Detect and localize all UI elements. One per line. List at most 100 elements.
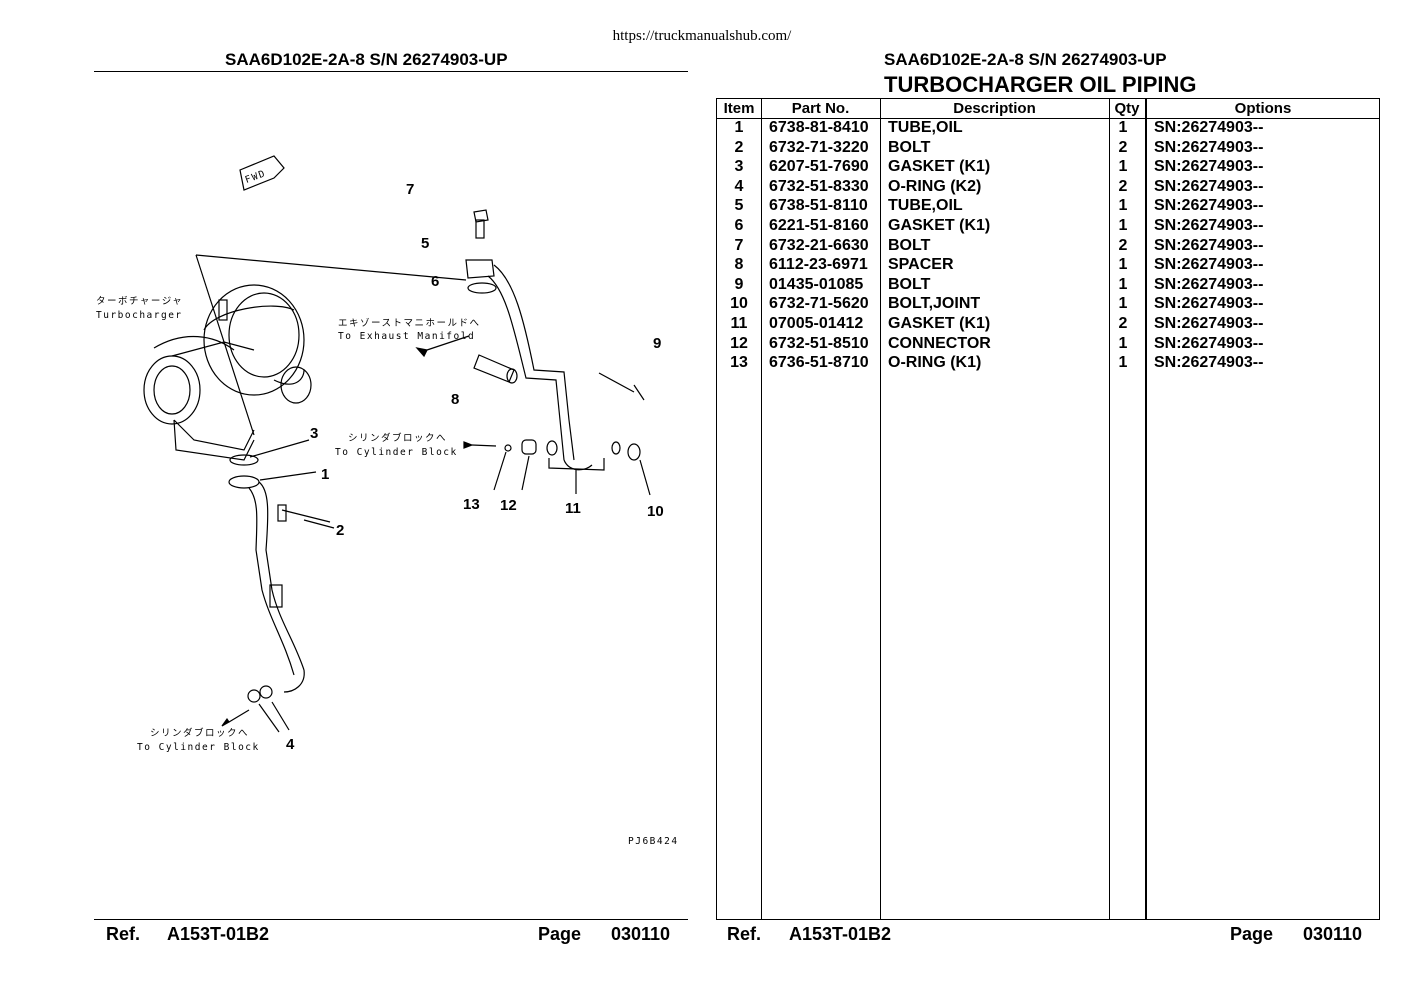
quantity-cell: 1 [1118,295,1128,313]
fwd-label: FWD [244,168,268,186]
table-row: 10 6732-71-5620 BOLT,JOINT 1 SN:26274903-- [717,295,1379,315]
part-number-cell: 6732-71-3220 [769,138,869,156]
callout-13: 13 [463,496,480,513]
part-number-cell: 6207-51-7690 [769,158,869,176]
item-number-cell: 11 [730,315,748,332]
description-cell: GASKET (K1) [888,315,991,332]
exhaust-manifold-jp-note: エキゾーストマニホールドへ [338,318,481,329]
parts-diagram: FWD [94,80,694,910]
col-description-header: Description [953,100,1036,117]
options-cell: SN:26274903-- [1154,158,1264,176]
right-ref-label: Ref. [727,924,762,944]
options-cell: SN:26274903-- [1154,256,1264,274]
callout-10: 10 [647,503,664,520]
exhaust-manifold-en-note: To Exhaust Manifold [338,331,475,342]
table-row: 5 6738-51-8110 TUBE,OIL 1 SN:26274903-- [717,197,1379,217]
options-cell: SN:26274903-- [1154,354,1264,372]
part-number-cell: 6221-51-8160 [769,217,869,234]
oil-tube-upper [465,209,645,471]
part-number-cell: 6732-71-5620 [769,295,869,313]
item-number-cell: 12 [730,334,748,352]
cylinder-block-jp-note: シリンダブロックへ [348,432,447,444]
oil-tube-lower [228,454,331,703]
table-row: 12 6732-51-8510 CONNECTOR 1 SN:26274903-- [717,335,1379,355]
left-footer-rule [94,919,688,920]
part-number-cell: 6738-51-8110 [769,197,868,215]
part-number-cell: 6732-51-8510 [769,334,869,352]
callout-3: 3 [310,425,318,442]
part-number-cell: 01435-01085 [769,275,864,293]
callout-8: 8 [451,391,459,408]
options-cell: SN:26274903-- [1154,197,1264,215]
quantity-cell: 1 [1118,158,1128,176]
left-ref-label: Ref. [106,924,141,944]
item-number-cell: 6 [734,217,744,234]
options-cell: SN:26274903-- [1154,295,1264,313]
cylinder-block-en-note: To Cylinder Block [335,447,458,458]
quantity-cell: 1 [1118,334,1128,352]
col-part-header: Part No. [791,100,850,117]
options-cell: SN:26274903-- [1154,334,1264,352]
callout-11: 11 [565,500,581,517]
right-page-label: Page [1230,924,1274,944]
right-footer-rule [716,919,1380,920]
col-item-header: Item [723,100,755,117]
right-page-value: 030110 [1303,924,1363,944]
options-cell: SN:26274903-- [1154,119,1264,136]
callout-5: 5 [421,235,429,252]
item-number-cell: 5 [734,197,744,215]
left-header-rule [94,71,688,72]
description-cell: GASKET (K1) [888,217,991,234]
col-options-header: Options [1234,100,1292,117]
item-number-cell: 3 [734,158,744,176]
description-cell: CONNECTOR [888,334,991,352]
description-cell: TUBE,OIL [888,119,963,136]
cylinder-block-2-jp-note: シリンダブロックへ [150,727,249,739]
turbocharger-drawing [143,284,312,461]
description-cell: GASKET (K1) [888,158,991,176]
description-cell: BOLT [888,275,931,293]
item-number-cell: 7 [734,236,744,254]
left-page-label: Page [538,924,582,944]
callout-4: 4 [286,736,295,753]
quantity-cell: 1 [1118,256,1128,274]
item-number-cell: 2 [734,138,744,156]
item-number-cell: 8 [734,256,744,274]
quantity-cell: 1 [1118,354,1128,372]
spacer-part [415,335,518,384]
part-number-cell: 6736-51-8710 [769,354,869,372]
cylinder-block-2-en-note: To Cylinder Block [137,742,260,753]
left-header: SAA6D102E-2A-8 S/N 26274903-UP [225,50,508,69]
description-cell: BOLT [888,138,931,156]
part-number-cell: 6738-81-8410 [769,119,869,136]
quantity-cell: 2 [1118,315,1128,332]
callout-7: 7 [406,181,414,198]
quantity-cell: 1 [1118,197,1128,215]
callout-1: 1 [321,466,329,483]
quantity-cell: 2 [1118,138,1128,156]
description-cell: BOLT,JOINT [888,295,981,313]
source-url[interactable]: https://truckmanualshub.com/ [612,28,792,44]
parts-table: Item Part No. Description Qty Options 1 6… [716,98,1380,920]
part-number-cell: 6732-21-6630 [769,236,869,254]
left-page-value: 030110 [611,924,671,944]
right-ref-value: A153T-01B2 [789,924,892,944]
callout-6: 6 [431,273,439,290]
connector-parts [463,439,651,496]
quantity-cell: 2 [1118,177,1128,195]
description-cell: TUBE,OIL [888,197,963,215]
part-number-cell: 07005-01412 [769,315,864,332]
diagram-code: PJ6B424 [628,836,679,847]
callout-2: 2 [336,522,344,539]
turbocharger-en-note: Turbocharger [96,310,183,321]
col-qty-header: Qty [1114,100,1140,117]
item-number-cell: 13 [730,354,748,372]
item-number-cell: 10 [730,295,748,313]
quantity-cell: 1 [1118,275,1128,293]
